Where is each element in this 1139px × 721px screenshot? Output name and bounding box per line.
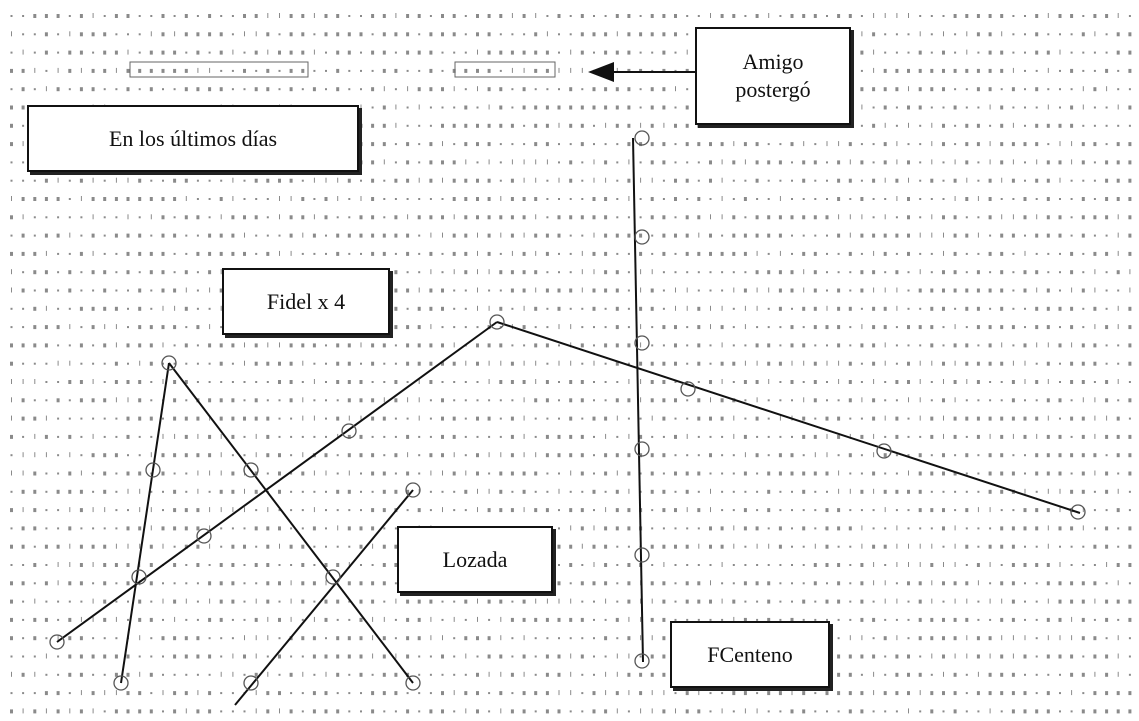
label-recent-days: En los últimos días bbox=[27, 105, 359, 172]
circle-node-icon bbox=[1070, 504, 1086, 520]
circle-node-icon bbox=[405, 482, 421, 498]
label-fidel-text: Fidel x 4 bbox=[266, 288, 346, 314]
circle-node-icon bbox=[405, 675, 421, 691]
line-fidel-right bbox=[496, 321, 1081, 514]
circle-node-icon bbox=[634, 229, 650, 245]
node-group bbox=[49, 130, 1086, 691]
circle-node-icon bbox=[243, 675, 259, 691]
line-peak-right bbox=[168, 362, 414, 684]
label-recent-days-text: En los últimos días bbox=[108, 125, 278, 151]
circle-node-icon bbox=[634, 547, 650, 563]
circle-node-icon bbox=[196, 528, 212, 544]
label-fcenteno: FCenteno bbox=[670, 621, 830, 688]
circle-node-icon bbox=[876, 443, 892, 459]
circle-node-icon bbox=[489, 314, 505, 330]
line-fidel-left bbox=[56, 321, 498, 643]
label-lozada-text: Lozada bbox=[442, 546, 508, 572]
circle-node-icon bbox=[113, 675, 129, 691]
line-peak-left bbox=[120, 362, 170, 684]
label-friend-line1: Amigo bbox=[742, 49, 804, 74]
circle-node-icon bbox=[243, 462, 259, 478]
circle-node-icon bbox=[131, 569, 147, 585]
circle-node-icon bbox=[49, 634, 65, 650]
label-fidel: Fidel x 4 bbox=[222, 268, 390, 335]
label-friend-line2: postergó bbox=[735, 77, 811, 102]
highlight-strip-left bbox=[129, 61, 309, 78]
circle-node-icon bbox=[634, 130, 650, 146]
circle-node-icon bbox=[161, 355, 177, 371]
label-friend-postponed: Amigo postergó bbox=[695, 27, 851, 125]
circle-node-icon bbox=[145, 462, 161, 478]
line-lozada bbox=[234, 489, 414, 706]
circle-node-icon bbox=[634, 335, 650, 351]
label-fcenteno-text: FCenteno bbox=[707, 641, 793, 667]
left-arrow-icon bbox=[588, 62, 614, 82]
circle-node-icon bbox=[325, 569, 341, 585]
label-lozada: Lozada bbox=[397, 526, 553, 593]
highlight-strip-right bbox=[454, 61, 556, 78]
circle-node-icon bbox=[634, 441, 650, 457]
circle-node-icon bbox=[341, 423, 357, 439]
line-fcenteno-vertical bbox=[632, 137, 644, 663]
circle-node-icon bbox=[634, 653, 650, 669]
circle-node-icon bbox=[680, 381, 696, 397]
